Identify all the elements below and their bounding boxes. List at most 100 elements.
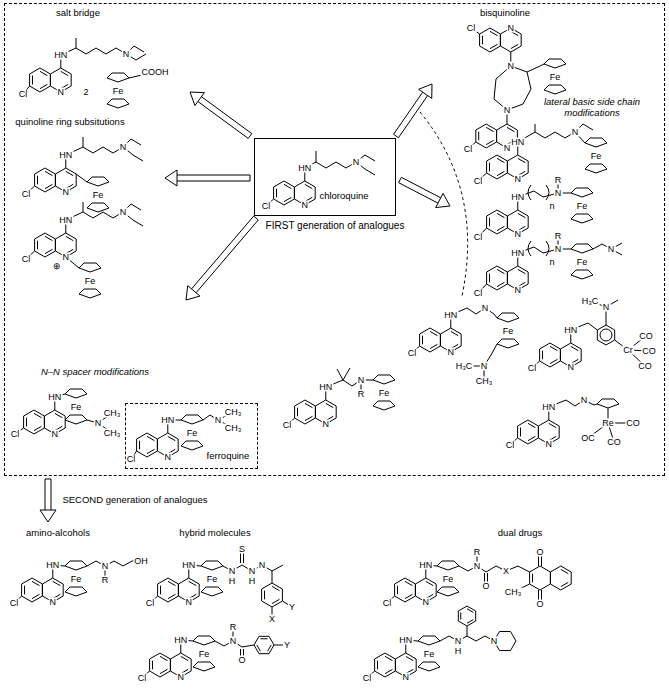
double-bond: [268, 645, 272, 651]
atom-label: N: [352, 158, 361, 167]
atom-label: Cl: [21, 190, 32, 199]
bond: [240, 553, 241, 563]
double-bond: [467, 609, 473, 613]
atom-label: Cl: [463, 145, 474, 154]
cyclopentadienyl-ring: [181, 415, 203, 424]
ring-bond: [35, 233, 56, 257]
bond: [541, 590, 542, 600]
ring-bond: [476, 124, 497, 148]
atom-label: CH₃: [103, 429, 122, 438]
atom-label: COOH: [141, 68, 170, 77]
section-label: quinoline ring subsitutions: [14, 117, 125, 127]
double-bond: [326, 403, 333, 407]
arrow-shaft: [177, 175, 250, 176]
atom-label: N: [422, 598, 431, 607]
arrow-head: [186, 286, 200, 300]
atom-label: HN: [510, 138, 525, 147]
double-bond: [305, 403, 312, 407]
double-bond: [542, 351, 543, 360]
atom-label: N: [228, 567, 237, 576]
atom-label: R: [101, 576, 110, 585]
atom-label: HN: [53, 51, 68, 60]
ring-bond: [518, 420, 539, 444]
arrow-shaft: [398, 96, 427, 138]
ring-bond: [22, 578, 43, 602]
atom-label: HN: [541, 403, 556, 412]
ring-bond: [375, 653, 396, 677]
atom-label: CH₃: [504, 588, 523, 597]
double-bond: [490, 31, 497, 35]
atom-label: Cl: [137, 674, 148, 683]
arrow-shaft: [250, 175, 251, 181]
double-bond: [37, 241, 38, 250]
compound-box: chloroquine: [254, 138, 396, 216]
atom-label: N: [57, 88, 66, 97]
atom-label: Fe: [70, 575, 83, 584]
double-bond: [66, 171, 73, 175]
ring-bond: [395, 578, 416, 602]
double-bond: [511, 44, 518, 48]
double-bond: [497, 282, 504, 286]
atom-label: Y: [283, 641, 291, 650]
double-bond: [160, 586, 161, 595]
double-bond: [406, 656, 413, 660]
atom-label: Y: [288, 603, 296, 612]
bond: [66, 212, 123, 220]
double-bond: [482, 36, 483, 45]
bond: [518, 132, 575, 142]
atom-label: ⊕: [52, 262, 62, 271]
double-bond: [405, 594, 412, 598]
double-bond: [147, 436, 154, 440]
atom-label: H: [228, 577, 237, 586]
arrow-shaft: [401, 177, 440, 197]
double-bond: [297, 408, 298, 417]
double-bond: [561, 569, 568, 573]
arrow-shaft: [196, 220, 258, 293]
cyclopentadienyl-ring: [497, 339, 519, 348]
section-label: lateral basic side chain modifications: [535, 97, 649, 119]
atom-label: Fe: [112, 87, 125, 96]
atom-label: CO: [638, 332, 654, 341]
atom-label: N: [447, 348, 456, 357]
cyclopentadienyl-ring: [571, 270, 593, 279]
node-label: FIRST generation of analogues: [265, 221, 406, 231]
double-bond: [497, 226, 504, 230]
double-bond: [32, 594, 39, 598]
ring-bond: [540, 343, 561, 367]
atom-label: R: [357, 390, 366, 399]
atom-label: Fe: [70, 403, 83, 412]
bracket: [546, 241, 549, 256]
double-bond: [528, 423, 535, 427]
atom-label: CO: [641, 347, 657, 356]
ring-bond: [597, 325, 614, 345]
atom-label: HN: [297, 164, 312, 173]
double-bond: [489, 163, 490, 172]
atom-label: X: [502, 567, 510, 576]
double-bond: [397, 586, 398, 595]
atom-label: CO: [625, 419, 641, 428]
atom-label: Cl: [10, 430, 21, 439]
double-bond: [430, 344, 437, 348]
atom-label: R: [554, 176, 563, 185]
cyclopentadienyl-ring: [585, 164, 607, 173]
atom-label: N: [248, 567, 257, 576]
section-label: SECOND generation of analogues: [61, 495, 208, 505]
atom-label: N: [514, 175, 523, 184]
atom-label: N: [554, 189, 563, 198]
double-bond: [467, 620, 473, 624]
atom-label: N: [229, 637, 238, 646]
double-bond: [486, 140, 493, 144]
cyclopentadienyl-ring: [107, 99, 129, 108]
double-bond: [561, 582, 568, 586]
bond: [467, 626, 468, 636]
double-bond: [518, 213, 525, 217]
atom-label: Cl: [473, 233, 484, 242]
atom-label: OC: [580, 434, 596, 443]
bond: [83, 202, 84, 212]
double-bond: [272, 599, 279, 603]
cyclopentadienyl-ring: [87, 203, 109, 212]
ring-bond: [274, 181, 295, 205]
atom-label: Fe: [590, 152, 603, 161]
arrow-head: [165, 170, 177, 186]
atom-label: Cl: [527, 364, 538, 373]
